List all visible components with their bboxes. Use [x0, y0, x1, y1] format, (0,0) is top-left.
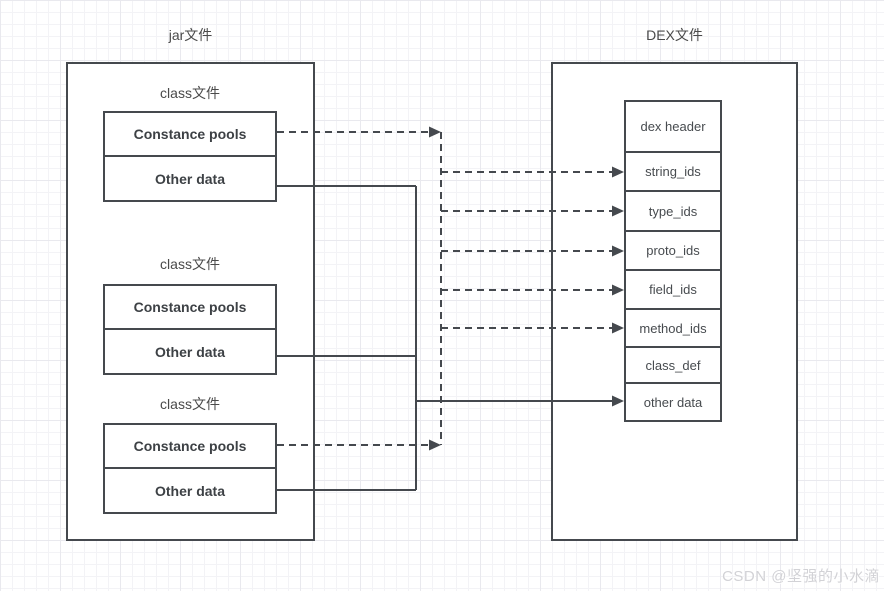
string-ids-cell: string_ids: [626, 153, 720, 192]
other-data-cell-dex: other data: [626, 384, 720, 420]
dex-file-title: DEX文件: [646, 27, 703, 43]
dex-structure-stack: dex header string_ids type_ids proto_ids…: [624, 100, 722, 422]
constance-pools-cell-2: Constance pools: [105, 286, 275, 330]
other-data-cell-3: Other data: [154, 482, 225, 499]
other-data-cell-2: Other data: [154, 343, 225, 360]
method-ids-cell: method_ids: [626, 310, 720, 348]
watermark-text: CSDN @坚强的小水滴: [722, 568, 880, 585]
field-ids-cell: field_ids: [626, 271, 720, 310]
jar-file-title: jar文件: [168, 27, 213, 43]
type-ids-cell: type_ids: [626, 192, 720, 232]
dex-header-cell: dex header: [626, 102, 720, 153]
class-file-box-2: Constance pools Other data: [103, 284, 277, 375]
class-file-label-3: class文件: [160, 396, 220, 412]
constance-pools-cell-1: Constance pools: [105, 113, 275, 157]
class-file-box-1: Constance pools Other data: [103, 111, 277, 202]
arrowhead-constance3: [429, 439, 441, 451]
class-file-box-3: Constance pools Other data: [103, 423, 277, 514]
class-def-cell: class_def: [626, 348, 720, 384]
other-data-cell-1: Other data: [154, 170, 225, 187]
arrowhead-constance1: [429, 126, 441, 138]
class-file-label-1: class文件: [160, 85, 220, 101]
class-file-label-2: class文件: [160, 256, 220, 272]
proto-ids-cell: proto_ids: [626, 232, 720, 271]
constance-pools-cell-3: Constance pools: [105, 425, 275, 469]
